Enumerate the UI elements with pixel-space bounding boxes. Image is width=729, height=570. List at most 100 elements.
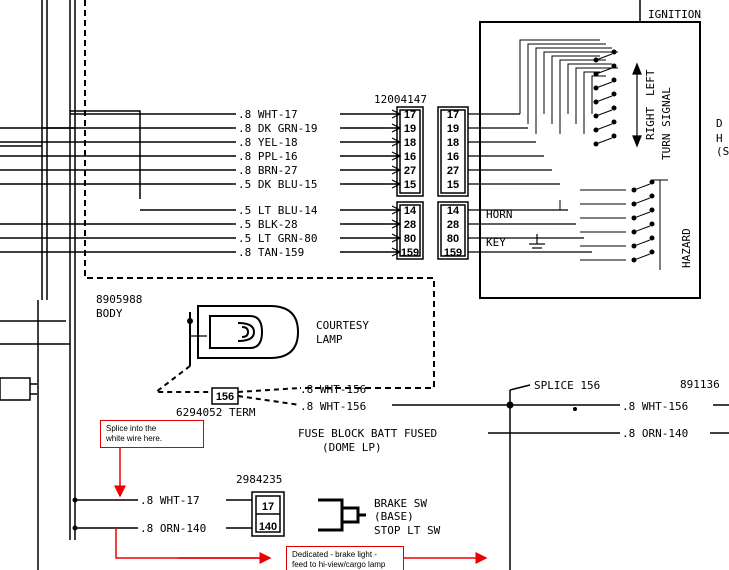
wire-label: .8 WHT-17 <box>238 108 298 121</box>
wire-arrow <box>391 247 402 257</box>
left-harness-lines <box>0 0 141 570</box>
splice-small-dot <box>573 407 577 411</box>
left-device-fragment <box>0 377 37 401</box>
edge-fragment-h: H <box>716 132 723 145</box>
pin-number-left: 16 <box>404 151 416 163</box>
wire-arrow <box>391 151 402 161</box>
brake-pin-140: 140 <box>259 521 277 533</box>
contact-point <box>593 71 599 77</box>
hazard-contact-point <box>649 179 655 185</box>
splice-156-label: SPLICE 156 <box>534 379 600 392</box>
term-pin-number: 156 <box>216 391 234 403</box>
pin-number-left: 18 <box>404 137 416 149</box>
edge-fragment-d: D <box>716 117 723 130</box>
pin-number-right: 159 <box>444 247 462 259</box>
wire-arrow <box>391 233 402 243</box>
splice-note: Splice into the white wire here. <box>100 420 204 448</box>
body-part-number: 8905988 <box>96 293 142 306</box>
splice-note-line-1: Splice into the <box>106 424 157 433</box>
brake-splice-dot-2 <box>72 525 78 531</box>
right-wht156-label: .8 WHT-156 <box>622 400 688 413</box>
turn-signal-hazard-contacts <box>519 39 668 270</box>
hazard-contact-point <box>649 221 655 227</box>
internal-bus-line <box>567 63 612 114</box>
contact-point <box>611 49 617 55</box>
contact-point <box>611 63 617 69</box>
hazard-contact-line <box>580 239 651 247</box>
wire-label: .8 PPL-16 <box>238 150 298 163</box>
pin-number-right: 15 <box>447 179 459 191</box>
body-splice-dot <box>187 318 193 324</box>
contact-point <box>611 77 617 83</box>
contact-point <box>593 57 599 63</box>
ground-symbol <box>529 234 545 249</box>
hazard-label: HAZARD <box>680 228 693 268</box>
contact-point <box>611 119 617 125</box>
contact-point <box>611 133 617 139</box>
brake-switch-label-1: BRAKE SW <box>374 497 427 510</box>
wire-label: .5 BLK-28 <box>238 218 298 231</box>
contact-point <box>611 105 617 111</box>
contact-blade <box>595 67 613 75</box>
contact-point <box>593 113 599 119</box>
brake-switch-symbol <box>318 498 366 532</box>
courtesy-label-1: COURTESY <box>316 319 369 332</box>
connector-12004147-right <box>437 106 469 260</box>
wire-label: .8 YEL-18 <box>238 136 298 149</box>
connector-12004147-left <box>396 106 424 260</box>
brake-wire-label-1: .8 WHT-17 <box>140 494 200 507</box>
horn-label: HORN <box>486 208 513 221</box>
hazard-contact-point <box>631 257 637 263</box>
contact-blade <box>595 95 613 103</box>
pin-number-left: 19 <box>404 123 416 135</box>
pin-number-right: 28 <box>447 219 459 231</box>
contact-blade <box>595 81 613 89</box>
ignition-header: IGNITION <box>648 8 701 21</box>
contact-blade <box>595 53 613 61</box>
contact-point <box>593 85 599 91</box>
hazard-contact-line <box>580 183 651 191</box>
fuse-block-label-1: FUSE BLOCK BATT FUSED <box>298 427 437 440</box>
hazard-contact-point <box>649 207 655 213</box>
internal-bus-line <box>543 51 618 114</box>
internal-bus-line <box>575 67 618 124</box>
internal-bus-line <box>551 55 600 124</box>
pin-number-left: 15 <box>404 179 416 191</box>
wht156-label-b: .8 WHT-156 <box>300 400 366 413</box>
contact-point <box>593 127 599 133</box>
splice-note-line-2: white wire here. <box>106 434 163 443</box>
turn-signal-label: TURN SIGNAL <box>660 87 673 160</box>
internal-bus-line <box>527 43 606 124</box>
wire-label: .8 TAN-159 <box>238 246 304 259</box>
connector-part-number: 12004147 <box>374 93 427 106</box>
contact-point <box>593 99 599 105</box>
dedicated-note: Dedicated - brake light - feed to hi-vie… <box>286 546 404 570</box>
annotation-arrows <box>114 447 488 564</box>
splice-156-dot <box>506 401 514 409</box>
term-label: 6294052 TERM <box>176 406 256 419</box>
wire-arrow <box>391 179 402 189</box>
contact-blade <box>595 137 613 145</box>
pin-number-right: 14 <box>447 205 460 217</box>
wire-arrow <box>391 219 402 229</box>
hazard-contact-point <box>649 249 655 255</box>
pin-number-left: 17 <box>404 109 416 121</box>
turn-signal-arrow <box>632 62 642 148</box>
contact-point <box>611 91 617 97</box>
hazard-contact-point <box>631 187 637 193</box>
contact-point <box>593 141 599 147</box>
wire-label: .5 LT BLU-14 <box>238 204 318 217</box>
term-connector <box>211 387 239 405</box>
wire-label: .8 BRN-27 <box>238 164 298 177</box>
brake-switch-label-3: STOP LT SW <box>374 524 441 537</box>
hazard-contact-point <box>631 201 637 207</box>
wire-arrow <box>391 109 402 119</box>
pin-number-right: 17 <box>447 109 459 121</box>
wire-arrow <box>391 165 402 175</box>
brake-switch-label-2: (BASE) <box>374 510 414 523</box>
brake-wire-lines <box>75 499 240 529</box>
orn140-right-label: .8 ORN-140 <box>622 427 688 440</box>
